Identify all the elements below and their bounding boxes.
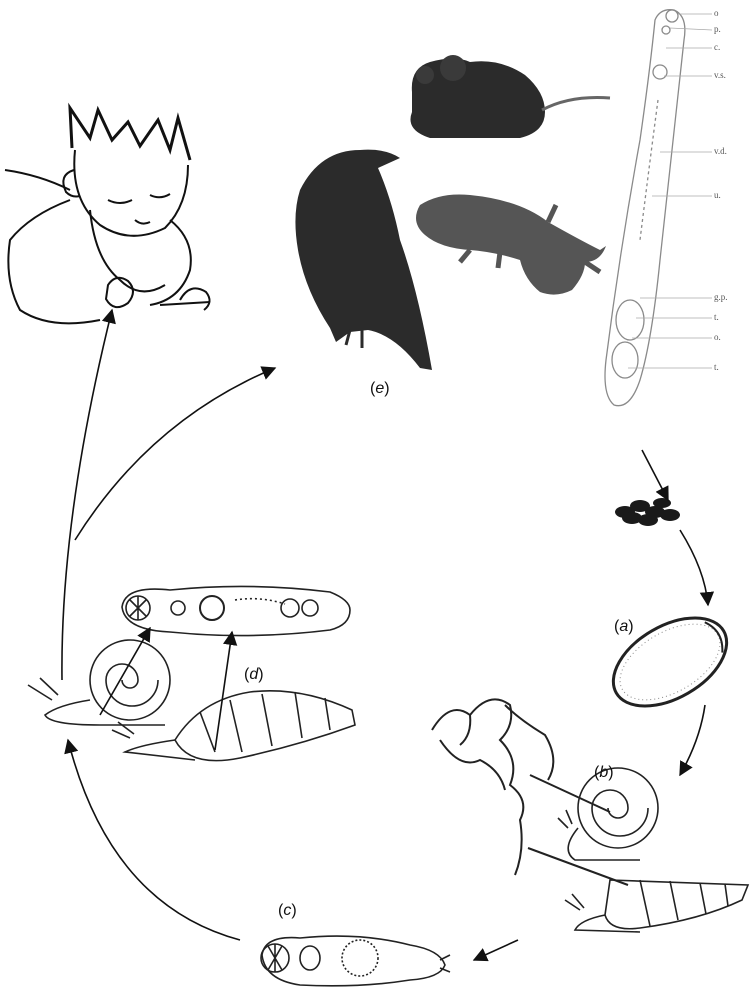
worm-label-oral: o	[714, 8, 719, 18]
snail-turreted-d-illustration	[111, 690, 356, 762]
worm-label-pharynx: p.	[714, 24, 721, 34]
life-cycle-arrows	[61, 308, 715, 962]
human-host-illustration	[4, 102, 211, 325]
egg-cluster-illustration	[615, 498, 680, 526]
metacercaria-stage-d-illustration	[121, 585, 351, 637]
stage-label-d: (d)	[244, 666, 264, 683]
worm-label-genital-pore: g.p.	[714, 292, 728, 302]
mouse-host-illustration	[410, 55, 611, 138]
stage-label-b: (b)	[594, 764, 614, 781]
worm-label-ovary: o.	[714, 332, 721, 342]
stage-label-e: (e)	[370, 380, 390, 397]
cercaria-stage-c-illustration	[260, 935, 451, 987]
egg-stage-a-illustration	[611, 616, 729, 708]
stage-label-a: (a)	[614, 618, 634, 635]
worm-label-ventral-sucker: v.s.	[714, 70, 726, 80]
worm-label-vas-deferens: v.d.	[714, 146, 727, 156]
worm-label-cecum: c.	[714, 42, 721, 52]
snail-turreted-b-illustration	[564, 879, 750, 933]
worm-label-testis-2: t.	[714, 362, 719, 372]
adult-worm-illustration	[604, 9, 713, 407]
stage-label-c: (c)	[278, 902, 297, 919]
sporocyst-stage-b-illustration	[431, 698, 629, 886]
worm-label-uterus: u.	[714, 190, 721, 200]
snail-planorbid-b-illustration	[557, 767, 659, 861]
snail-planorbid-d-illustration	[27, 639, 171, 726]
crow-host-illustration	[295, 149, 432, 370]
lizard-host-illustration	[416, 194, 606, 295]
worm-label-testis-1: t.	[714, 312, 719, 322]
